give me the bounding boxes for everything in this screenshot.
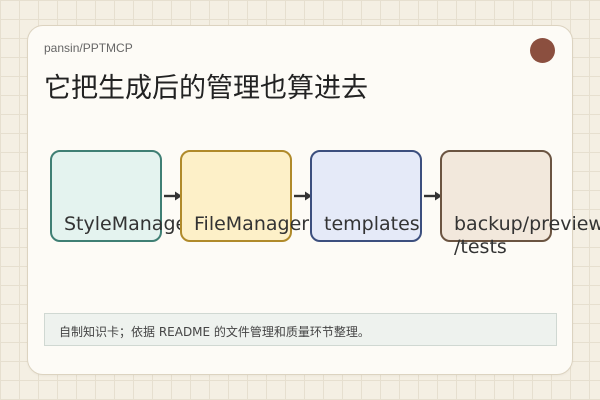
arrow-right-icon <box>424 191 442 201</box>
flow-node-filemanager: FileManager <box>180 150 310 242</box>
source-note: 自制知识卡；依据 README 的文件管理和质量环节整理。 <box>44 313 557 346</box>
flow-node-backup-preview-tests: backup/preview /tests <box>440 150 600 258</box>
card-title: 它把生成后的管理也算进去 <box>44 73 368 104</box>
accent-dot <box>530 38 555 63</box>
flow-node-stylemanager: StyleManager <box>50 150 196 242</box>
knowledge-card: pansin/PPTMCP 它把生成后的管理也算进去 StyleManager … <box>27 25 600 375</box>
flow-node-label: FileManager <box>194 213 310 235</box>
arrow-right-icon <box>164 191 182 201</box>
flow-node-label: StyleManager <box>64 213 196 235</box>
repo-name: pansin/PPTMCP <box>44 41 133 55</box>
flow-node-label: templates <box>324 213 420 235</box>
arrow-right-icon <box>294 191 312 201</box>
flow-node-label: backup/preview /tests <box>454 213 600 258</box>
flow-node-templates: templates <box>310 150 422 242</box>
